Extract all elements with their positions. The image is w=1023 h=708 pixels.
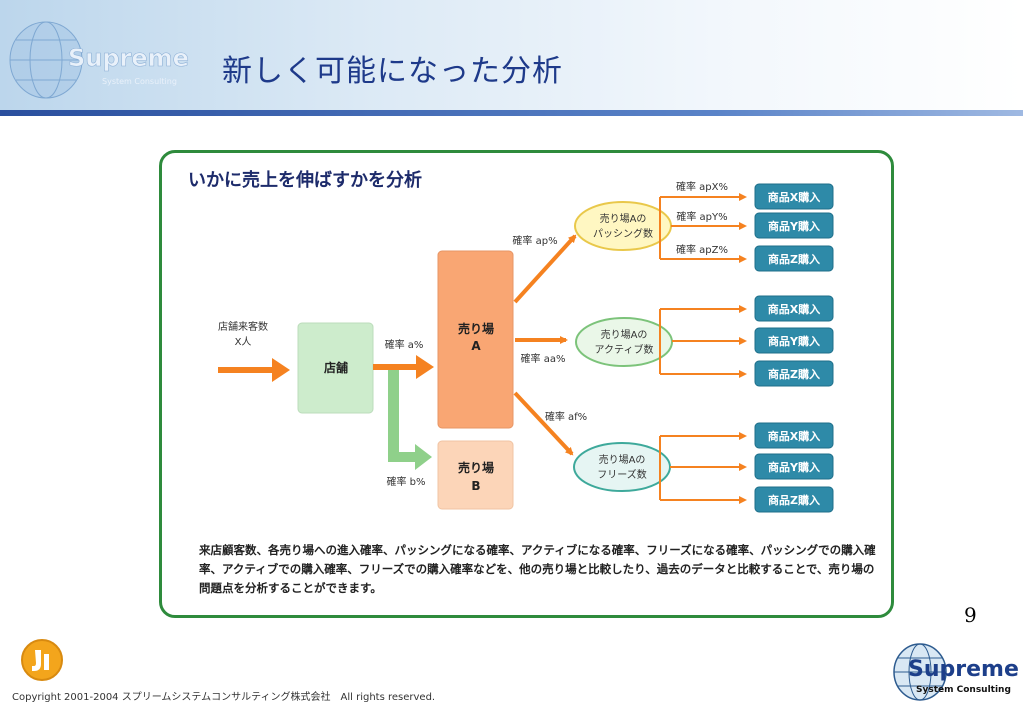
passing-buy-x-label: 商品X購入 — [768, 190, 820, 204]
area-a-to-passing-arrow — [513, 234, 577, 304]
rate-apz-label: 確率 apZ% — [676, 243, 728, 256]
active-node — [575, 317, 673, 367]
header-band — [0, 0, 1023, 110]
input-label-line1: 店舗来客数 — [218, 320, 268, 333]
copyright-text: Copyright 2001-2004 スプリームシステムコンサルティング株式会… — [12, 692, 436, 703]
freeze-buy-y-box: 商品Y購入 — [754, 453, 834, 480]
globe-logo-icon: Supreme System Consulting — [9, 21, 189, 99]
freeze-buy-x-box: 商品X購入 — [754, 422, 834, 449]
footer-logo-text: Supreme — [908, 657, 1019, 682]
passing-buy-z-box: 商品Z購入 — [754, 245, 834, 272]
area-a-label-line2: A — [471, 339, 481, 353]
freeze-label-line1: 売り場Aの — [599, 453, 646, 466]
area-b-box — [437, 440, 514, 510]
rate-apx-label: 確率 apX% — [676, 180, 728, 193]
store-to-area-b-arrow — [388, 370, 432, 470]
header-logo-subtext: System Consulting — [102, 77, 177, 86]
active-buy-x-box: 商品X購入 — [754, 295, 834, 322]
area-b-label-line2: B — [471, 479, 480, 493]
supreme-logo-icon: Supreme System Consulting — [893, 643, 1019, 701]
passing-buy-y-label: 商品Y購入 — [768, 219, 820, 233]
passing-buy-y-box: 商品Y購入 — [754, 212, 834, 239]
rate-af-label: 確率 af% — [545, 410, 587, 423]
page-title: 新しく可能になった分析 — [222, 54, 563, 89]
freeze-label-line2: フリーズ数 — [597, 468, 647, 481]
active-buy-x-label: 商品X購入 — [768, 302, 820, 316]
area-a-to-freeze-arrow — [513, 391, 574, 456]
active-label-line1: 売り場Aの — [601, 328, 648, 341]
input-label-line2: X人 — [235, 336, 252, 348]
active-buy-y-box: 商品Y購入 — [754, 327, 834, 354]
store-to-area-a-arrow — [373, 355, 434, 379]
area-a-label-line1: 売り場 — [458, 321, 494, 336]
company-emblem-icon — [21, 639, 63, 681]
freeze-node — [573, 442, 671, 492]
rate-a-label: 確率 a% — [385, 338, 424, 351]
analysis-description: 来店顧客数、各売り場への進入確率、パッシングになる確率、アクティブになる確率、フ… — [199, 543, 876, 595]
rate-b-label: 確率 b% — [386, 475, 425, 488]
freeze-buy-z-label: 商品Z購入 — [768, 493, 820, 507]
rate-apy-label: 確率 apY% — [676, 210, 727, 223]
passing-buy-x-box: 商品X購入 — [754, 183, 834, 210]
area-a-box — [437, 250, 514, 429]
freeze-buy-y-label: 商品Y購入 — [768, 460, 820, 474]
input-arrow — [218, 358, 290, 382]
active-buy-y-label: 商品Y購入 — [768, 334, 820, 348]
rate-ap-label: 確率 ap% — [512, 234, 557, 247]
freeze-buy-x-label: 商品X購入 — [768, 429, 820, 443]
passing-buy-z-label: 商品Z購入 — [768, 252, 820, 266]
area-b-label-line1: 売り場 — [458, 460, 494, 475]
active-buy-z-label: 商品Z購入 — [768, 367, 820, 381]
store-label: 店舗 — [324, 360, 348, 375]
active-buy-z-box: 商品Z購入 — [754, 360, 834, 387]
header-divider — [0, 110, 1023, 116]
passing-label-line1: 売り場Aの — [600, 212, 647, 225]
panel-title: いかに売上を伸ばすかを分析 — [188, 170, 422, 191]
passing-node — [574, 201, 672, 251]
page-number: 9 — [964, 603, 977, 627]
header-logo-text: Supreme — [68, 44, 189, 72]
passing-label-line2: パッシング数 — [593, 227, 653, 240]
rate-aa-label: 確率 aa% — [521, 352, 566, 365]
footer-logo-subtext: System Consulting — [916, 685, 1011, 695]
freeze-buy-z-box: 商品Z購入 — [754, 486, 834, 513]
active-label-line2: アクティブ数 — [595, 343, 654, 356]
